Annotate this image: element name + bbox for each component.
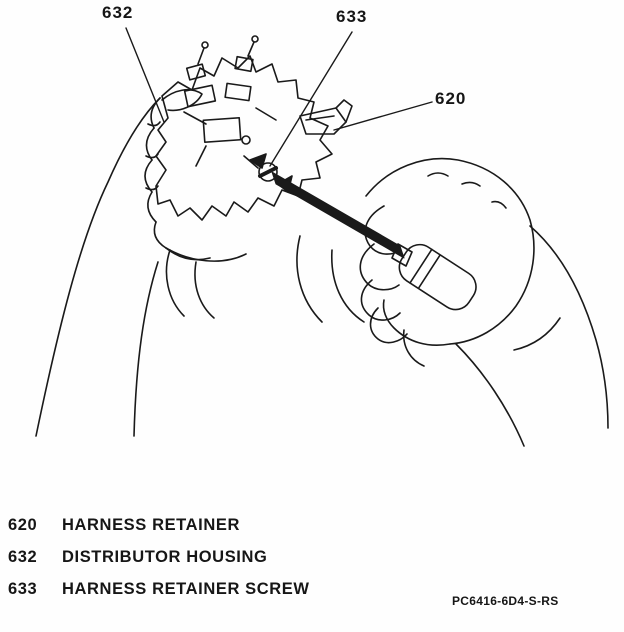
legend-number: 620 <box>8 516 38 534</box>
legend-row-633: 633 HARNESS RETAINER SCREW <box>8 580 608 599</box>
callout-label-620: 620 <box>435 89 467 108</box>
legend: 620 HARNESS RETAINER 632 DISTRIBUTOR HOU… <box>8 516 608 612</box>
figure-part-code: PC6416-6D4-S-RS <box>452 594 559 608</box>
callout-label-632: 632 <box>102 3 134 22</box>
legend-label: HARNESS RETAINER SCREW <box>62 580 310 598</box>
legend-row-632: 632 DISTRIBUTOR HOUSING <box>8 548 608 567</box>
callout-line-633 <box>269 31 353 167</box>
left-arm <box>35 97 161 437</box>
legend-number: 632 <box>8 548 38 566</box>
callout-line-632 <box>125 27 165 123</box>
right-arm <box>296 225 609 447</box>
callout-lines <box>125 27 433 167</box>
callout-label-633: 633 <box>336 7 368 26</box>
legend-label: HARNESS RETAINER <box>62 516 240 534</box>
callout-line-620 <box>333 101 433 131</box>
distributor-housing <box>155 35 333 221</box>
legend-label: DISTRIBUTOR HOUSING <box>62 548 268 566</box>
left-hand <box>144 88 247 319</box>
legend-row-620: 620 HARNESS RETAINER <box>8 516 608 535</box>
right-hand <box>359 157 535 367</box>
legend-number: 633 <box>8 580 38 598</box>
